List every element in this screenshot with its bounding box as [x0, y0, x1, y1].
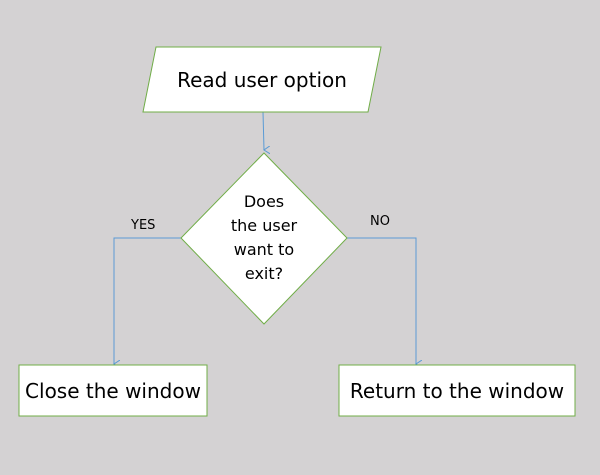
- decision-diamond: [180, 152, 348, 325]
- connector-yes-to-close: [114, 237, 181, 364]
- close-node-text: Close the window: [25, 378, 201, 403]
- return-window-box: [338, 364, 576, 417]
- decision-node-text: Does the user want to exit?: [214, 186, 314, 290]
- yes-edge-label: YES: [131, 218, 156, 233]
- input-node-text: Read user option: [177, 67, 347, 92]
- decision-text-line: want to: [233, 240, 295, 259]
- input-parallelogram: [142, 46, 382, 113]
- return-node-text: Return to the window: [349, 378, 565, 403]
- decision-text-line: exit?: [244, 264, 284, 283]
- decision-text-line: the user: [230, 216, 298, 235]
- connector-input-to-decision: [262, 111, 264, 150]
- close-window-box: [18, 364, 208, 417]
- decision-text-line: Does: [243, 192, 285, 211]
- connector-no-to-return: [347, 237, 416, 364]
- no-edge-label: NO: [370, 214, 390, 229]
